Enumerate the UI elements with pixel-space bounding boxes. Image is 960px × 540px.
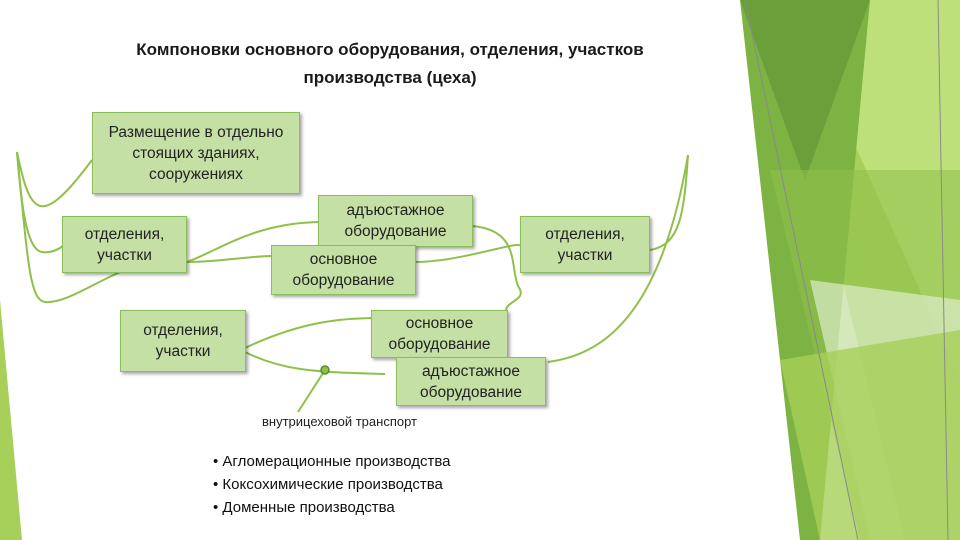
box-placement-label: Размещение в отдельно стоящих зданиях, с… — [108, 123, 284, 183]
box-departments-left: отделения, участки — [62, 216, 187, 273]
transport-label: внутрицеховой транспорт — [262, 414, 417, 429]
list-item: Агломерационные производства — [213, 450, 450, 473]
box-departments-right-label: отделения, участки — [545, 225, 625, 264]
slide-title: Компоновки основного оборудования, отдел… — [60, 36, 720, 92]
box-placement-separate-buildings: Размещение в отдельно стоящих зданиях, с… — [92, 112, 300, 194]
box-main-equipment-lower: основное оборудование — [371, 310, 508, 358]
box-departments-left-label: отделения, участки — [84, 225, 165, 264]
box-auxiliary-upper-label: адъюстажное оборудование — [344, 202, 447, 240]
box-auxiliary-lower-label: адъюстажное оборудование — [420, 362, 522, 401]
box-auxiliary-equipment-lower: адъюстажное оборудование — [396, 357, 546, 406]
box-departments-lower: отделения, участки — [120, 310, 246, 372]
production-list: Агломерационные производства Коксохимиче… — [213, 450, 450, 519]
box-departments-lower-label: отделения, участки — [143, 322, 223, 360]
box-main-lower-label: основное оборудование — [388, 315, 491, 353]
box-main-upper-label: основное оборудование — [292, 251, 395, 289]
list-item: Коксохимические производства — [213, 473, 450, 496]
box-departments-right: отделения, участки — [520, 216, 650, 273]
box-main-equipment-upper: основное оборудование — [271, 245, 416, 295]
box-auxiliary-equipment-upper: адъюстажное оборудование — [318, 195, 473, 247]
slide-title-line-1: Компоновки основного оборудования, отдел… — [136, 40, 644, 59]
slide-title-line-2: производства (цеха) — [303, 68, 477, 87]
list-item: Доменные производства — [213, 496, 450, 519]
